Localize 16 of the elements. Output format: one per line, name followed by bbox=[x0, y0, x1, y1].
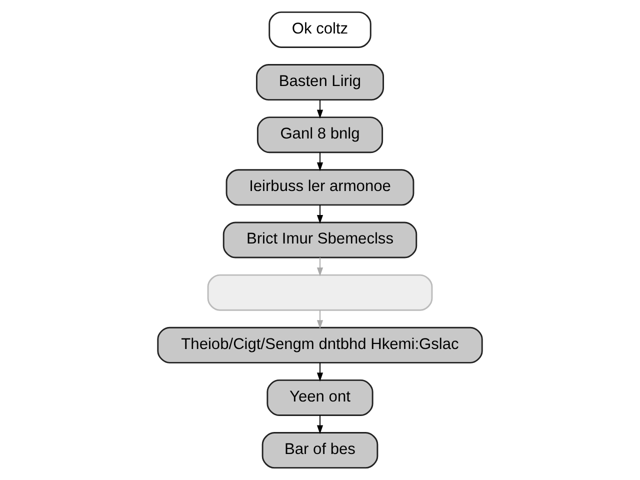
arrow bbox=[316, 362, 324, 382]
node-box bbox=[207, 274, 433, 311]
node-box: Bar of bes bbox=[262, 432, 378, 469]
arrow bbox=[316, 99, 324, 119]
node-box: Yeen ont bbox=[266, 379, 374, 416]
arrow bbox=[316, 152, 324, 172]
node-box: Ieirbuss ler armonoe bbox=[226, 169, 414, 206]
node-box: Ganl 8 bnlg bbox=[256, 116, 384, 154]
arrow bbox=[316, 204, 324, 224]
node-box: Basten Lirig bbox=[256, 64, 384, 101]
arrow bbox=[316, 257, 324, 276]
node-box: Theiob/Cigt/Sengm dntbhd Hkemi:Gslac bbox=[157, 326, 483, 364]
node-box: Brict Imur Sbemeclss bbox=[222, 222, 418, 258]
node-box: Ok coltz bbox=[268, 11, 372, 48]
arrow bbox=[316, 414, 324, 434]
arrow bbox=[316, 310, 324, 329]
